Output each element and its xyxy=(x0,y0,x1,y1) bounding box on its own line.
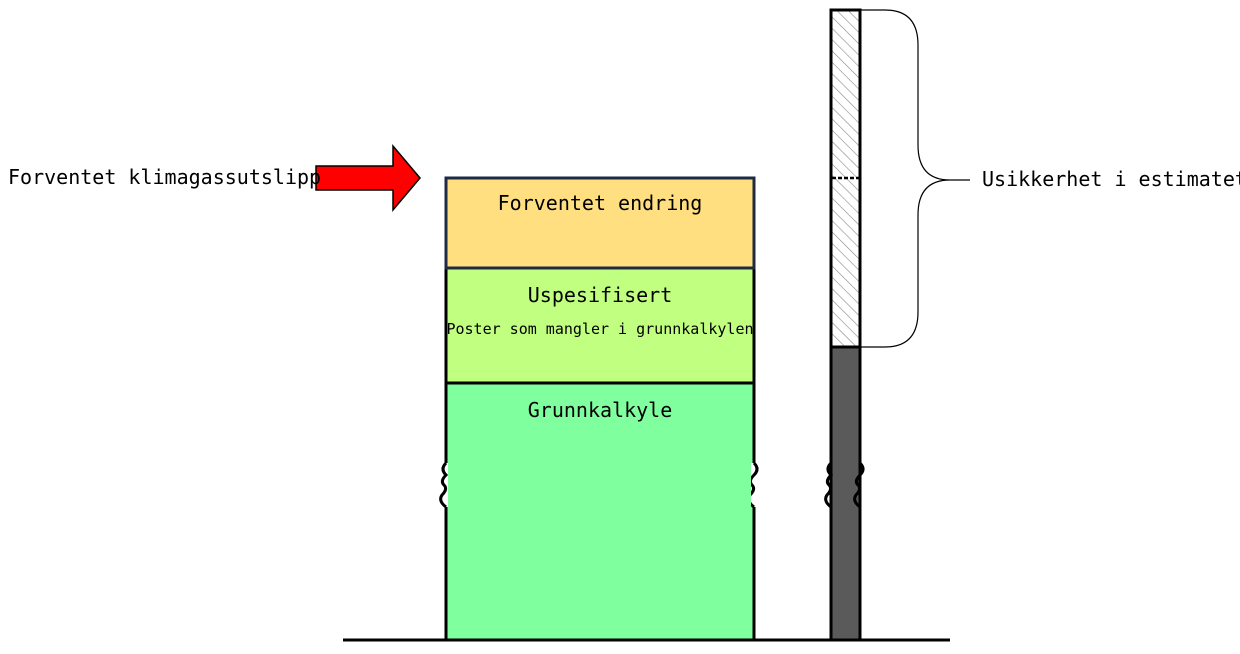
segment-base-estimate xyxy=(444,381,756,642)
uncertainty-brace xyxy=(860,9,970,348)
segment-expected-change xyxy=(444,176,756,270)
unspecified-subtitle: Poster som mangler i grunnkalkylen xyxy=(446,320,753,338)
expected-emission-label: Forventet klimagassutslipp xyxy=(8,165,321,189)
segment-unspecified xyxy=(444,266,756,385)
base-estimate-title: Grunnkalkyle xyxy=(528,398,673,422)
arrow-right-icon xyxy=(315,143,421,213)
unspecified-title: Uspesifisert xyxy=(528,283,673,307)
uncertainty-label: Usikkerhet i estimatet xyxy=(982,167,1240,191)
uncertainty-bar-solid xyxy=(829,345,862,642)
break-mark-left xyxy=(436,461,450,509)
expected-change-title: Forventet endring xyxy=(498,191,703,215)
break-mark-uncertainty-bar xyxy=(824,461,865,509)
